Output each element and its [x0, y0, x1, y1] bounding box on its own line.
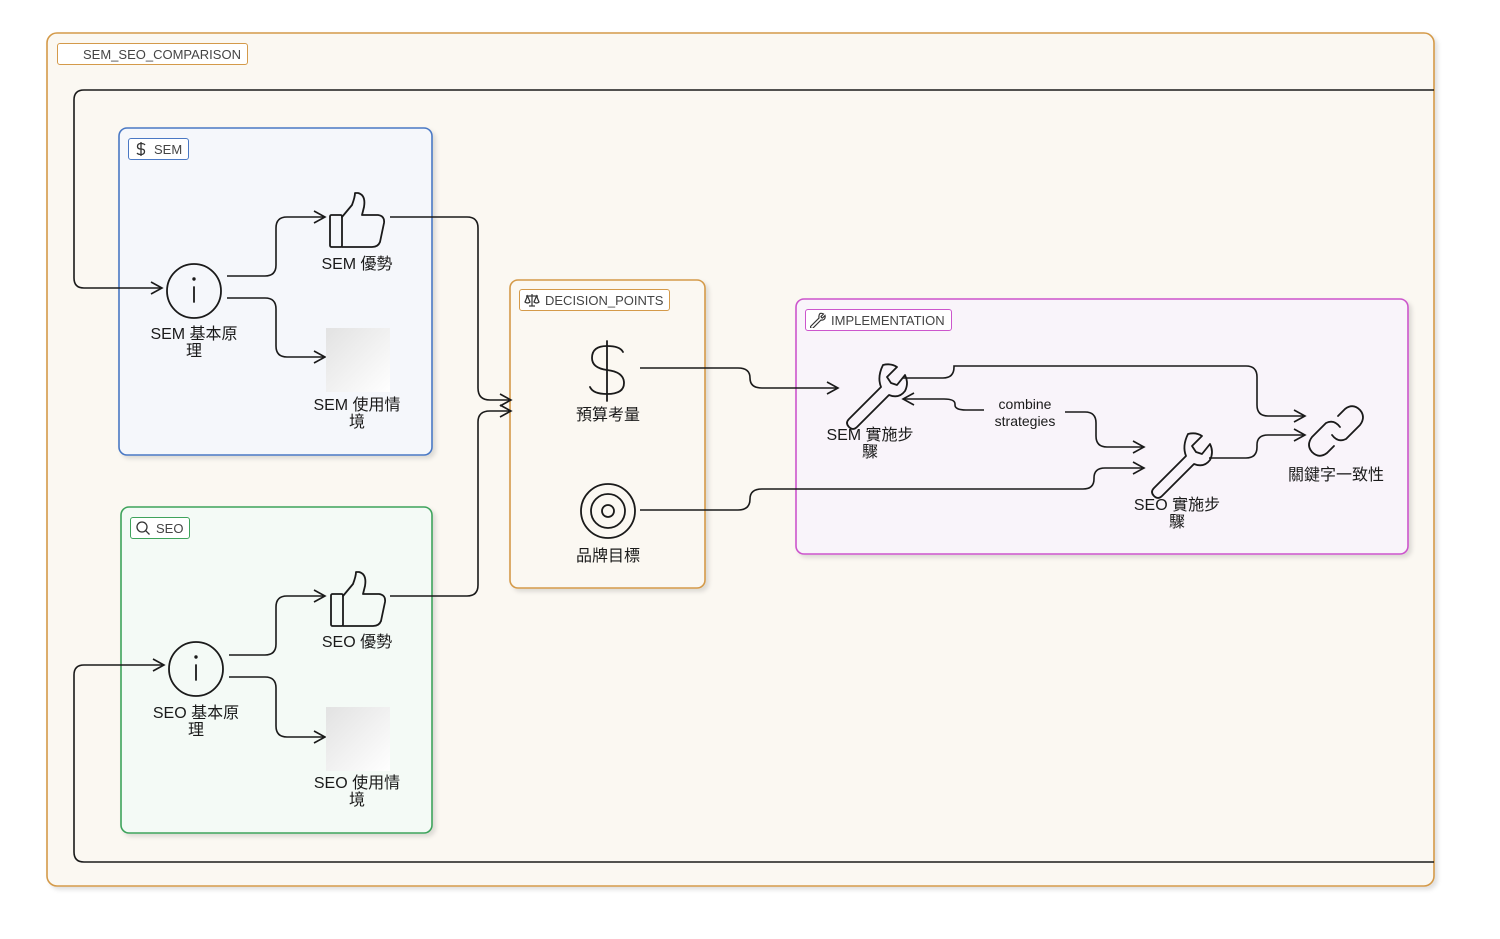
info-icon: [168, 641, 224, 697]
implementation-group-label: IMPLEMENTATION: [805, 309, 952, 331]
blank-icon: [62, 46, 78, 62]
outer-group-label-text: SEM_SEO_COMPARISON: [83, 46, 241, 62]
node-label-keyword: 關鍵字一致性: [1288, 467, 1385, 484]
node-label-sem-adv: SEM 優勢: [321, 256, 393, 273]
decision-group-box: [509, 279, 706, 589]
edge-seo-basic-to-adv: [229, 589, 327, 656]
edge-loop-to-sem-basic: [73, 89, 1434, 295]
node-label-sem-impl: SEM 實施步驟: [826, 427, 914, 461]
link-icon: [1308, 405, 1364, 457]
target-icon: [580, 483, 636, 539]
edge-seo-impl-to-keyword: [1209, 428, 1307, 459]
wrench-icon: [1151, 432, 1213, 499]
edge-seo-impl-to-sem-impl: [901, 392, 984, 411]
edge-combine-to-seo-impl: [1065, 411, 1146, 454]
thumbs-up-icon: [330, 571, 387, 627]
edge-label-combine: combine strategies: [985, 396, 1065, 430]
edge-sem-basic-to-adv: [227, 210, 327, 277]
edge-sem-adv-to-decision: [390, 216, 513, 407]
placeholder-image-icon: [326, 707, 390, 771]
node-label-seo-use: SEO 使用情境: [313, 775, 401, 809]
edge-brand-to-seo-impl: [640, 461, 1146, 511]
node-label-budget: 預算考量: [575, 407, 640, 424]
edge-loop-to-seo-basic: [73, 658, 1434, 863]
decision-group-label: DECISION_POINTS: [519, 289, 671, 311]
implementation-group-box: [795, 298, 1409, 555]
node-label-brand: 品牌目標: [575, 548, 640, 565]
outer-group-label: SEM_SEO_COMPARISON: [57, 43, 248, 65]
edge-sem-impl-to-keyword: [903, 365, 1307, 423]
info-icon: [166, 263, 222, 319]
sem-group-label: SEM: [128, 138, 190, 160]
placeholder-image-icon: [326, 328, 390, 392]
wrench-icon: [810, 312, 826, 328]
node-label-seo-basic: SEO 基本原理: [152, 705, 240, 739]
decision-group-label-text: DECISION_POINTS: [545, 292, 664, 308]
node-label-sem-use: SEM 使用情境: [313, 397, 401, 431]
edge-seo-adv-to-decision: [390, 404, 513, 597]
node-label-seo-adv: SEO 優勢: [321, 634, 393, 651]
search-icon: [135, 520, 151, 536]
edge-budget-to-sem-impl: [640, 367, 840, 395]
edge-seo-basic-to-use: [229, 676, 327, 744]
edge-sem-basic-to-use: [227, 297, 327, 364]
seo-group-label: SEO: [130, 517, 191, 539]
thumbs-up-icon: [329, 192, 386, 248]
dollar-icon: [133, 141, 149, 157]
implementation-group-label-text: IMPLEMENTATION: [831, 312, 945, 328]
sem-group-label-text: SEM: [154, 141, 183, 157]
node-label-sem-basic: SEM 基本原理: [150, 326, 238, 360]
node-label-seo-impl: SEO 實施步驟: [1133, 497, 1221, 531]
scale-icon: [524, 292, 540, 308]
dollar-icon: [589, 340, 625, 402]
seo-group-label-text: SEO: [156, 520, 184, 536]
wrench-icon: [846, 363, 908, 430]
